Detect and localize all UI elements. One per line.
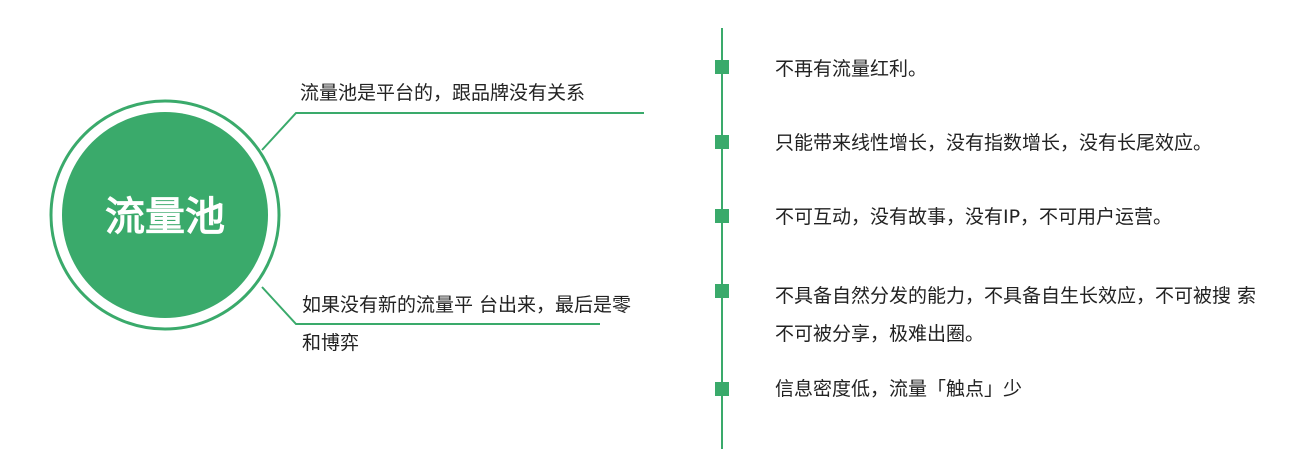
timeline-point-3: 不可互动，没有故事，没有IP，不可用户运营。 [775, 206, 1173, 228]
top-branch-connector [261, 112, 644, 151]
bottom-branch-connector [261, 286, 600, 325]
center-title: 流量池 [105, 194, 225, 240]
bottom-branch-label: 如果没有新的流量平 台出来，最后是零和博弈 [302, 294, 632, 354]
center-node [62, 112, 268, 318]
timeline-marker-4 [715, 284, 729, 298]
timeline-marker-5 [715, 382, 729, 396]
timeline-point-1: 不再有流量红利。 [775, 58, 928, 80]
timeline-marker-1 [715, 60, 729, 74]
top-branch-label: 流量池是平台的，跟品牌没有关系 [300, 82, 586, 104]
center-node-ring [49, 99, 281, 331]
timeline-marker-2 [715, 135, 729, 149]
timeline-point-2: 只能带来线性增长，没有指数增长，没有长尾效应。 [775, 132, 1213, 154]
timeline-point-4: 不具备自然分发的能力，不具备自生长效应，不可被搜 索不可被分享，极难出圈。 [775, 285, 1257, 345]
timeline-marker-3 [715, 209, 729, 223]
timeline-point-5: 信息密度低，流量「触点」少 [775, 378, 1023, 400]
